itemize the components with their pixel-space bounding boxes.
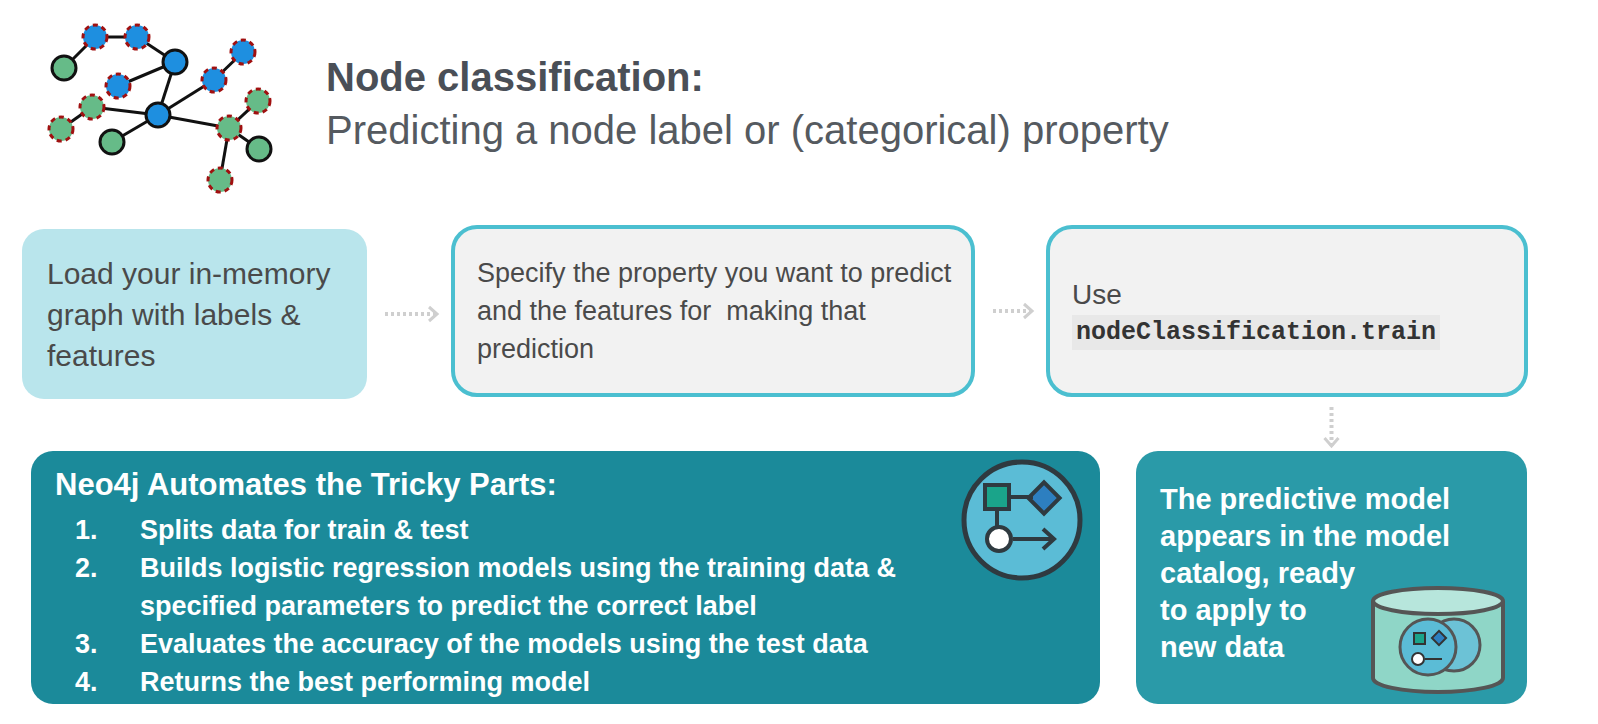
list-item: Returns the best performing model — [140, 663, 940, 701]
process-box: Load your in-memory graph with labels & … — [22, 229, 367, 399]
list-number: 1. — [55, 511, 140, 549]
workflow-icon — [957, 455, 1087, 585]
list-number: 3. — [55, 625, 140, 663]
process-box: UsenodeClassification.train — [1046, 225, 1528, 397]
step-text: Specify the property you want to predict… — [477, 254, 953, 368]
model-catalog-icon — [1368, 583, 1508, 698]
result-text-wrap: The predictive model appears in the mode… — [1160, 481, 1506, 666]
diagram-title: Node classification: — [326, 55, 704, 100]
result-text: The predictive model appears in the mode… — [1160, 483, 1450, 663]
list-item: Builds logistic regression models using … — [140, 549, 940, 625]
subtitle: Predicting a node label or (categorical)… — [326, 108, 1169, 153]
graph-illustration — [0, 0, 300, 210]
code-text: nodeClassification.train — [1072, 315, 1440, 350]
list-item: Splits data for train & test — [140, 511, 940, 549]
code-line: nodeClassification.train — [1072, 318, 1506, 347]
flow-arrow — [385, 312, 437, 316]
flow-arrow — [1330, 407, 1334, 446]
list-item: Evaluates the accuracy of the models usi… — [140, 625, 940, 663]
float-spacer — [1361, 569, 1506, 689]
panel-heading: Neo4j Automates the Tricky Parts: — [55, 465, 1080, 505]
result-panel: The predictive model appears in the mode… — [1136, 451, 1527, 704]
list-number: 2. — [55, 549, 140, 625]
step-list: 1.Splits data for train & test2.Builds l… — [55, 511, 1080, 701]
process-box: Specify the property you want to predict… — [451, 225, 975, 397]
step-text: Load your in-memory graph with labels & … — [47, 253, 349, 376]
flow-arrow — [993, 309, 1032, 313]
feature-panel: Neo4j Automates the Tricky Parts: 1.Split… — [31, 451, 1100, 704]
list-number: 4. — [55, 663, 140, 701]
step-text: Use — [1072, 276, 1506, 314]
